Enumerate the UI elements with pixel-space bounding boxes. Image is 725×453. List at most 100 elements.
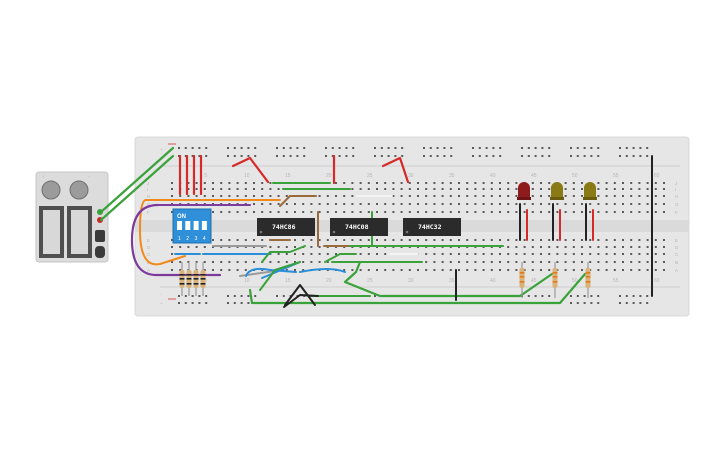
breadboard-hole[interactable] <box>638 188 641 190</box>
rail-hole[interactable] <box>184 155 187 157</box>
breadboard-hole[interactable] <box>572 253 575 255</box>
breadboard-hole[interactable] <box>302 203 305 205</box>
breadboard-hole[interactable] <box>663 239 665 241</box>
breadboard-hole[interactable] <box>531 211 534 213</box>
breadboard-hole[interactable] <box>376 269 378 271</box>
breadboard-hole[interactable] <box>622 246 624 248</box>
breadboard-hole[interactable] <box>482 211 485 213</box>
breadboard-hole[interactable] <box>605 182 608 184</box>
breadboard-hole[interactable] <box>646 269 649 271</box>
breadboard-hole[interactable] <box>564 211 567 213</box>
breadboard-hole[interactable] <box>310 211 313 213</box>
breadboard-hole[interactable] <box>171 261 173 263</box>
breadboard-hole[interactable] <box>597 203 600 205</box>
rail-hole[interactable] <box>247 155 250 157</box>
wire-red-7[interactable] <box>381 156 410 184</box>
breadboard-hole[interactable] <box>630 253 633 255</box>
breadboard-hole[interactable] <box>425 182 428 184</box>
breadboard-hole[interactable] <box>597 211 600 213</box>
breadboard-hole[interactable] <box>408 203 411 205</box>
breadboard-hole[interactable] <box>277 188 280 190</box>
breadboard-hole[interactable] <box>638 269 641 271</box>
breadboard-hole[interactable] <box>581 261 583 263</box>
breadboard-hole[interactable] <box>490 188 493 190</box>
breadboard-hole[interactable] <box>335 253 337 255</box>
rail-hole[interactable] <box>646 302 649 304</box>
breadboard-hole[interactable] <box>540 253 542 255</box>
breadboard-hole[interactable] <box>540 195 542 197</box>
breadboard-hole[interactable] <box>548 195 551 197</box>
resistor-body[interactable] <box>552 268 558 288</box>
rail-hole[interactable] <box>534 295 537 297</box>
breadboard-hole[interactable] <box>425 239 428 241</box>
breadboard-hole[interactable] <box>302 239 305 241</box>
breadboard-hole[interactable] <box>392 203 395 205</box>
breadboard-hole[interactable] <box>605 269 608 271</box>
breadboard-hole[interactable] <box>392 195 395 197</box>
rail-hole[interactable] <box>485 147 488 149</box>
breadboard-hole[interactable] <box>335 211 337 213</box>
breadboard-hole[interactable] <box>630 239 633 241</box>
wire-black-2[interactable] <box>283 294 319 308</box>
breadboard-hole[interactable] <box>466 203 469 205</box>
breadboard-hole[interactable] <box>523 269 526 271</box>
breadboard-hole[interactable] <box>654 203 657 205</box>
rail-hole[interactable] <box>646 155 649 157</box>
rail-hole[interactable] <box>227 155 229 157</box>
breadboard-hole[interactable] <box>531 182 534 184</box>
breadboard-hole[interactable] <box>171 269 173 271</box>
breadboard-hole[interactable] <box>417 195 419 197</box>
breadboard-hole[interactable] <box>261 211 264 213</box>
rail-hole[interactable] <box>198 295 201 297</box>
breadboard-hole[interactable] <box>400 269 403 271</box>
rail-hole[interactable] <box>374 295 376 297</box>
breadboard-hole[interactable] <box>654 211 657 213</box>
breadboard-hole[interactable] <box>490 211 493 213</box>
breadboard-hole[interactable] <box>236 182 239 184</box>
breadboard-hole[interactable] <box>302 253 305 255</box>
breadboard-hole[interactable] <box>269 195 272 197</box>
breadboard-hole[interactable] <box>564 182 567 184</box>
rail-hole[interactable] <box>478 155 481 157</box>
breadboard-hole[interactable] <box>285 269 288 271</box>
rail-hole[interactable] <box>374 147 376 149</box>
breadboard-hole[interactable] <box>515 246 518 248</box>
breadboard-hole[interactable] <box>294 246 296 248</box>
breadboard-hole[interactable] <box>384 269 387 271</box>
breadboard-hole[interactable] <box>622 203 624 205</box>
breadboard-hole[interactable] <box>236 239 239 241</box>
breadboard-hole[interactable] <box>343 239 346 241</box>
breadboard-hole[interactable] <box>400 195 403 197</box>
breadboard-hole[interactable] <box>564 203 567 205</box>
rail-hole[interactable] <box>576 302 579 304</box>
breadboard-hole[interactable] <box>581 188 583 190</box>
rail-hole[interactable] <box>590 155 593 157</box>
rail-hole[interactable] <box>443 155 446 157</box>
breadboard-hole[interactable] <box>302 261 305 263</box>
rail-hole[interactable] <box>527 155 530 157</box>
breadboard-hole[interactable] <box>564 269 567 271</box>
breadboard-hole[interactable] <box>646 195 649 197</box>
rail-hole[interactable] <box>436 147 439 149</box>
breadboard-hole[interactable] <box>359 253 362 255</box>
rail-hole[interactable] <box>619 147 621 149</box>
chip-74hc86[interactable]: 74HC86 <box>257 218 315 236</box>
breadboard-hole[interactable] <box>294 211 296 213</box>
breadboard-hole[interactable] <box>335 203 337 205</box>
dip-toggle[interactable] <box>193 221 199 230</box>
rail-hole[interactable] <box>282 155 285 157</box>
breadboard-hole[interactable] <box>195 182 198 184</box>
breadboard-hole[interactable] <box>646 253 649 255</box>
breadboard-hole[interactable] <box>458 188 460 190</box>
rail-hole[interactable] <box>639 295 642 297</box>
breadboard-hole[interactable] <box>531 261 534 263</box>
rail-hole[interactable] <box>205 155 208 157</box>
rail-hole[interactable] <box>625 302 628 304</box>
breadboard-hole[interactable] <box>326 211 329 213</box>
breadboard-hole[interactable] <box>515 261 518 263</box>
breadboard-hole[interactable] <box>540 182 542 184</box>
breadboard-hole[interactable] <box>663 253 665 255</box>
breadboard-hole[interactable] <box>441 203 444 205</box>
breadboard-hole[interactable] <box>638 261 641 263</box>
breadboard-hole[interactable] <box>171 246 173 248</box>
